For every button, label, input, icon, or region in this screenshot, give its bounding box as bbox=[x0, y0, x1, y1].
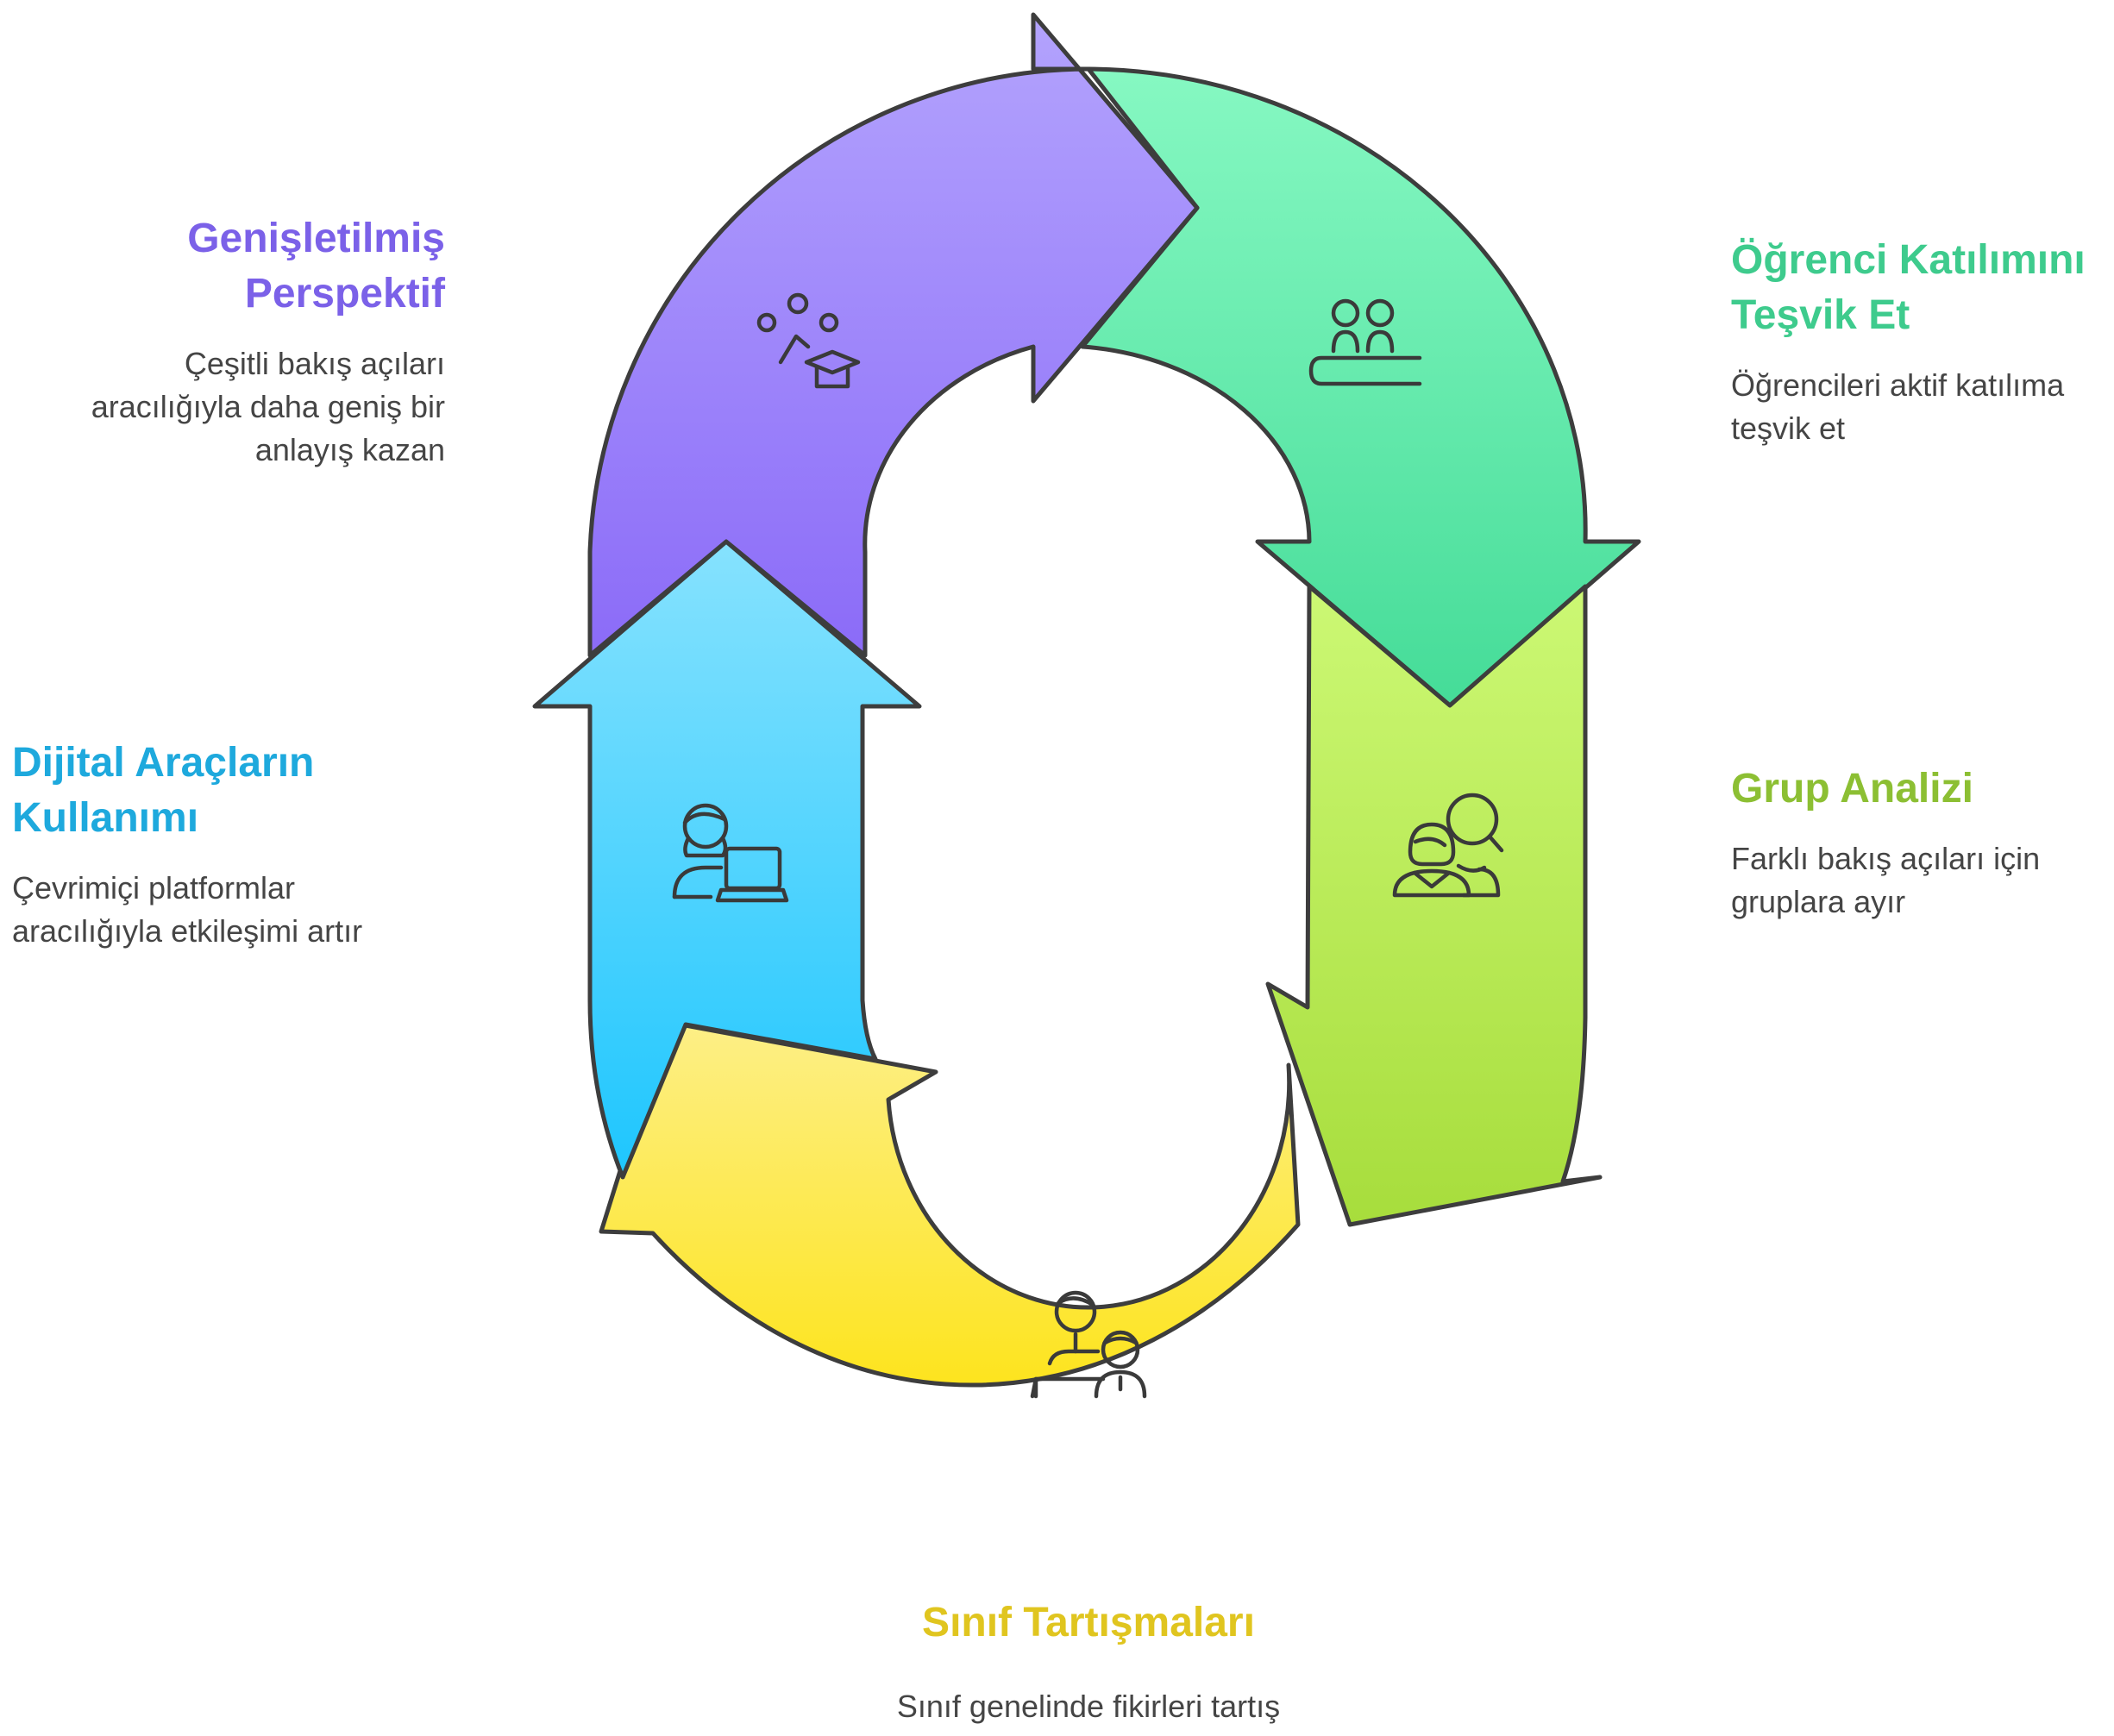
step-title: Grup Analizi bbox=[1731, 766, 1973, 812]
step-title: Sınıf Tartışmaları bbox=[922, 1600, 1255, 1645]
students-at-desk-icon bbox=[1308, 298, 1422, 386]
step-description: Sınıf genelinde fikirleri tartış bbox=[896, 1689, 1281, 1724]
arrow-group-analysis bbox=[1265, 584, 1603, 1227]
teacher-student-icon bbox=[1030, 1290, 1147, 1399]
arrow-student-participation bbox=[1080, 66, 1641, 708]
person-laptop-icon bbox=[672, 803, 789, 903]
arrow-expanded-perspective bbox=[587, 12, 1200, 658]
group-search-icon bbox=[1392, 793, 1504, 898]
ideas-graduation-cap-icon bbox=[756, 292, 861, 389]
arrow-class-discussions bbox=[599, 1019, 1301, 1388]
step-discussion: Sınıf Tartışmaları Sınıf genelinde fikir… bbox=[787, 1595, 1390, 1728]
